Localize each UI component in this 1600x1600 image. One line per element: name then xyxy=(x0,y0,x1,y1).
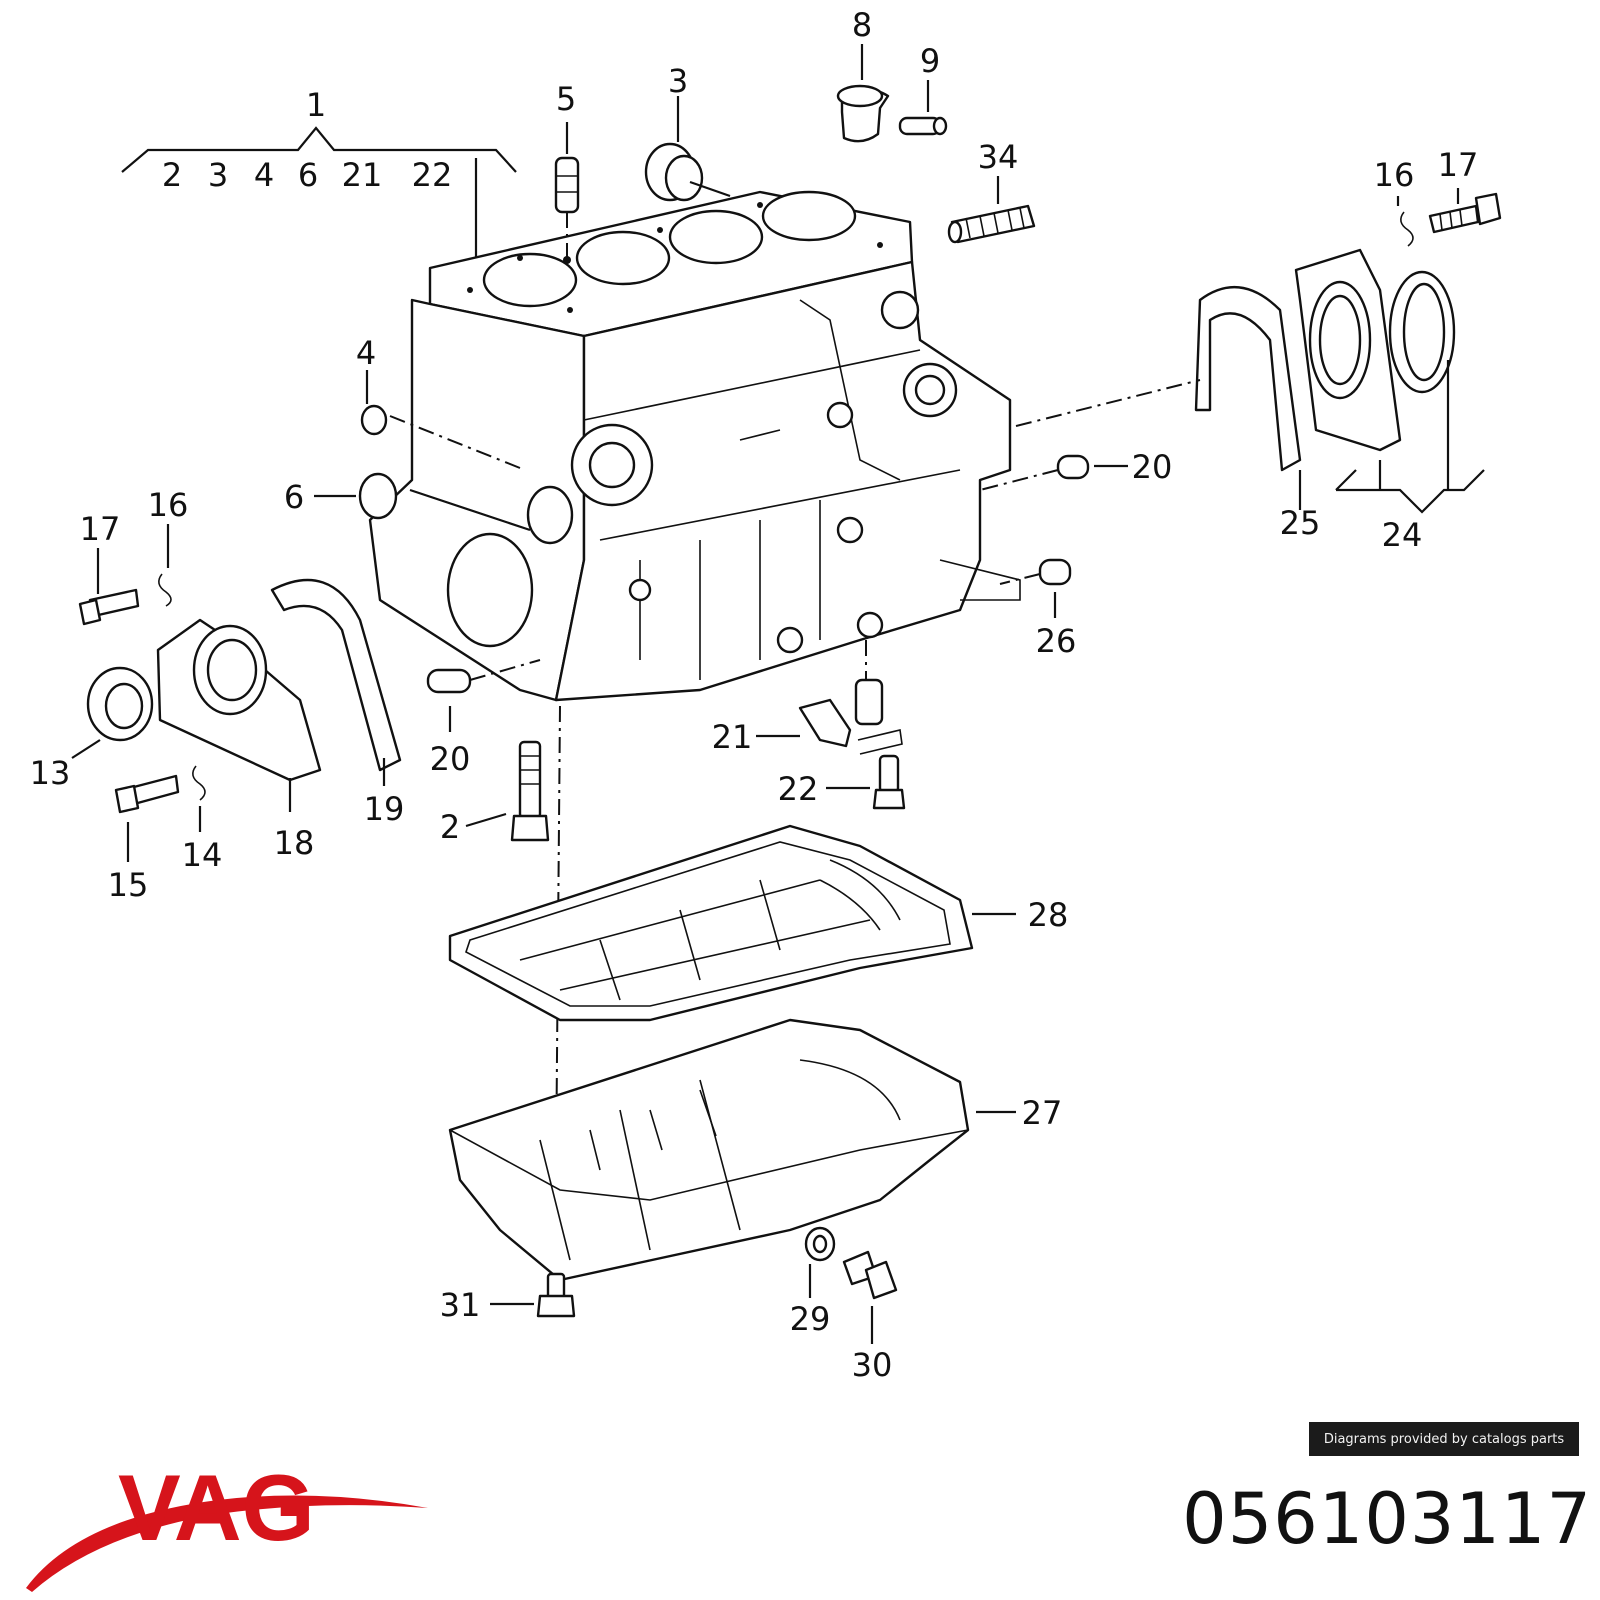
callout-label: 34 xyxy=(978,138,1019,176)
part-34-spring xyxy=(947,204,1036,244)
engine-block xyxy=(368,190,1021,702)
part-16-spring-washer-right xyxy=(1400,211,1414,247)
part-27-oil-pan xyxy=(448,1018,970,1282)
part-17-bolt-left xyxy=(78,588,140,626)
group-member-label: 2 xyxy=(162,156,182,194)
group-bracket xyxy=(121,126,517,262)
part-15-bolt xyxy=(114,774,180,814)
group-member-label: 6 xyxy=(298,156,318,194)
part-21-spray-jet xyxy=(798,640,903,755)
part-26-pin xyxy=(999,558,1072,586)
callout-label: 31 xyxy=(440,1286,481,1324)
callout-label: 22 xyxy=(778,770,819,808)
part-31-bolt xyxy=(536,1272,576,1318)
logo-swoosh xyxy=(26,1495,428,1592)
part-3-bushing xyxy=(644,142,731,202)
part-13-seal xyxy=(86,666,154,742)
callout-label: 29 xyxy=(790,1300,831,1338)
callout-label: 6 xyxy=(284,478,304,516)
callout-label: 26 xyxy=(1036,622,1077,660)
part-4-plug xyxy=(360,404,521,469)
part-9-pin xyxy=(898,116,948,136)
diagram-credit-badge: Diagrams provided by catalogs parts xyxy=(1309,1422,1579,1456)
part-14-spring-washer xyxy=(192,765,206,801)
part-5-sleeve xyxy=(554,156,580,264)
callout-label: 21 xyxy=(712,718,753,756)
callout-label: 2 xyxy=(440,808,460,846)
callout-label: 16 xyxy=(1374,156,1415,194)
part-28-baffle xyxy=(448,824,974,1022)
callout-label: 20 xyxy=(430,740,471,778)
callout-label: 3 xyxy=(668,62,688,100)
part-2-stud xyxy=(510,740,550,842)
part-30-drain-plug xyxy=(842,1250,898,1300)
callout-label: 17 xyxy=(80,510,121,548)
part-number: 056103117 xyxy=(1182,1478,1592,1560)
logo-wordmark: VAG xyxy=(118,1455,315,1560)
callout-label: 20 xyxy=(1132,448,1173,486)
part-20-pin-left xyxy=(426,659,541,694)
part-16-spring-washer-left xyxy=(158,573,172,607)
callout-label: 13 xyxy=(30,754,71,792)
callout-label: 5 xyxy=(556,80,576,118)
rear-seal-flange xyxy=(1015,248,1456,472)
callout-label: 14 xyxy=(182,836,223,874)
group-header-label: 1 xyxy=(306,86,326,124)
callout-label: 28 xyxy=(1028,896,1069,934)
callout-label: 30 xyxy=(852,1346,893,1384)
callout-label: 8 xyxy=(852,6,872,44)
part-17-bolt-right xyxy=(1428,192,1502,234)
callout-label: 18 xyxy=(274,824,315,862)
callout-label: 16 xyxy=(148,486,189,524)
callout-label: 24 xyxy=(1382,516,1423,554)
callout-label: 27 xyxy=(1022,1094,1063,1132)
group-member-label: 21 xyxy=(342,156,383,194)
callout-label: 15 xyxy=(108,866,149,904)
callout-label: 19 xyxy=(364,790,405,828)
callout-label: 4 xyxy=(356,334,376,372)
part-29-washer xyxy=(804,1226,836,1262)
part-8-bushing xyxy=(836,84,890,143)
callout-label: 9 xyxy=(920,42,940,80)
callout-label: 17 xyxy=(1438,146,1479,184)
part-6-plug xyxy=(358,472,531,532)
bracket-24 xyxy=(1335,360,1485,514)
part-22-bolt xyxy=(872,754,906,810)
group-member-label: 3 xyxy=(208,156,228,194)
group-member-label: 4 xyxy=(254,156,274,194)
front-seal-flange xyxy=(156,578,402,782)
vag-logo: VAG xyxy=(26,1455,428,1592)
callout-label: 25 xyxy=(1280,504,1321,542)
part-20-pin-right xyxy=(979,454,1090,491)
group-member-label: 22 xyxy=(412,156,453,194)
